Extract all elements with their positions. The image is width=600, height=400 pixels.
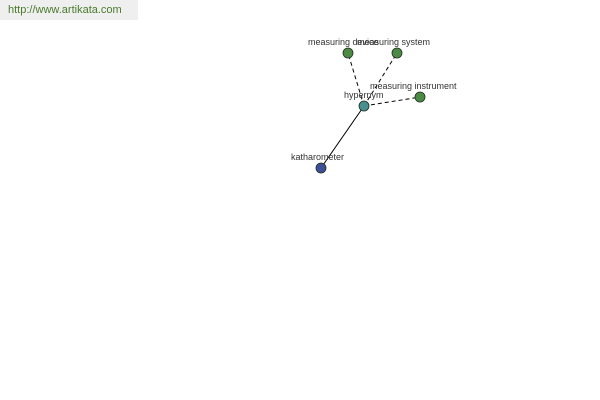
node-katharometer[interactable]: katharometer xyxy=(291,152,344,174)
node-label-measuring-device[interactable]: measuring device xyxy=(308,37,379,47)
site-link-bar: http://www.artikata.com xyxy=(0,0,138,20)
node-label-katharometer[interactable]: katharometer xyxy=(291,152,344,162)
node-dot-measuring-instrument[interactable] xyxy=(414,91,426,103)
edges-layer xyxy=(320,52,421,169)
node-dot-hypernym[interactable] xyxy=(358,100,370,112)
edge-hypernym-to-measuring-instrument xyxy=(363,96,421,107)
node-dot-measuring-device[interactable] xyxy=(342,47,354,59)
node-measuring-instrument[interactable]: measuring instrument xyxy=(370,81,457,103)
edge-hypernym-to-measuring-device xyxy=(347,52,365,107)
node-label-hypernym[interactable]: hypernym xyxy=(344,90,384,100)
node-measuring-device[interactable]: measuring device xyxy=(308,37,379,59)
node-measuring-system[interactable]: measuring system xyxy=(357,37,430,59)
edge-hypernym-to-katharometer xyxy=(320,105,365,169)
node-label-measuring-system[interactable]: measuring system xyxy=(357,37,430,47)
site-link[interactable]: http://www.artikata.com xyxy=(8,4,122,16)
node-dot-katharometer[interactable] xyxy=(315,162,327,174)
node-hypernym[interactable]: hypernym xyxy=(344,90,384,112)
edge-hypernym-to-measuring-system xyxy=(363,52,398,107)
node-label-measuring-instrument[interactable]: measuring instrument xyxy=(370,81,457,91)
node-dot-measuring-system[interactable] xyxy=(391,47,403,59)
